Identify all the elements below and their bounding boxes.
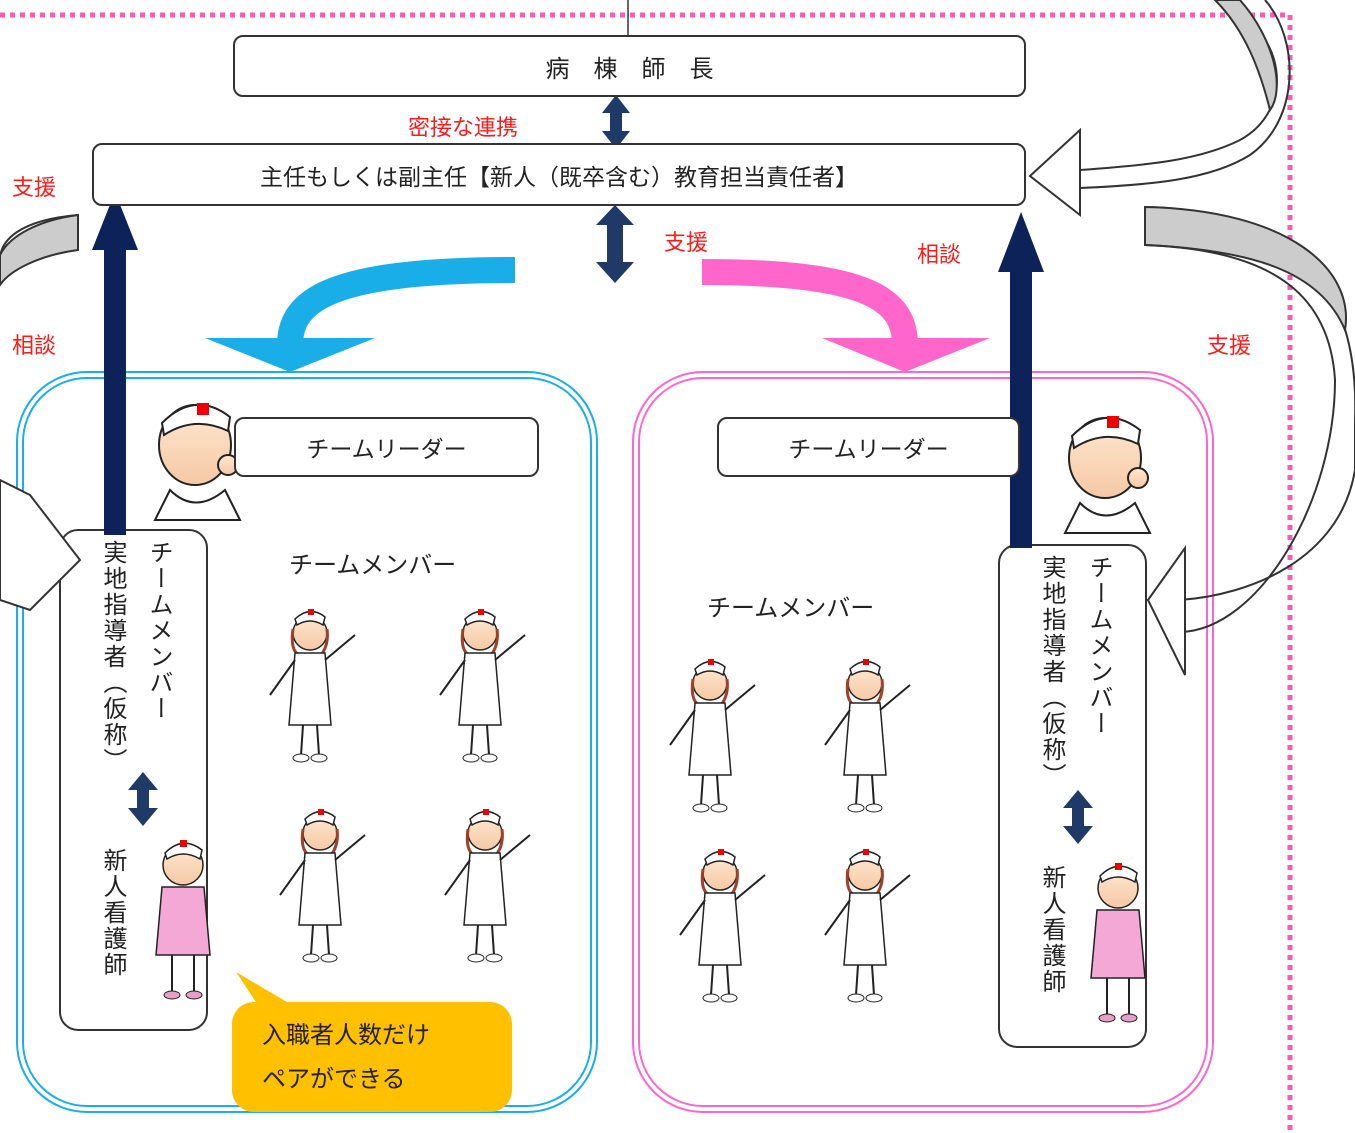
- callout-text: 入職者人数だけ ペアができる: [262, 1013, 430, 1101]
- support-arrow-top-head: [1028, 127, 1081, 218]
- member-nurse-figure: [678, 847, 767, 1004]
- support-curve-top-fill: [1213, 0, 1278, 113]
- double-arrow-middle: [596, 205, 634, 283]
- new-nurse-right-label: 新人看護師: [1038, 865, 1066, 995]
- member-nurse-figure: [823, 847, 912, 1004]
- team-leader-figure-left: [153, 403, 242, 521]
- new-nurse-left-label: 新人看護師: [99, 848, 127, 978]
- support-arrow-right-head: [1146, 544, 1186, 676]
- support-label-center: 支援: [664, 231, 709, 256]
- head-nurse-box: 病 棟 師 長: [233, 35, 1026, 97]
- preceptor-right-role: チームメンバー: [1085, 555, 1113, 737]
- member-nurse-figure: [278, 807, 367, 964]
- double-arrow-top: [602, 95, 630, 149]
- team-member-label-right: チームメンバー: [707, 594, 875, 622]
- team-leader-label-left: チームリーダー: [306, 437, 467, 463]
- support-label-right: 支援: [1207, 334, 1252, 359]
- double-arrow-right-pair: [1063, 790, 1093, 844]
- team-leader-box-left: チームリーダー: [234, 417, 539, 477]
- navy-arrow-right-head: [998, 212, 1044, 272]
- callout-tail: [236, 972, 292, 1005]
- chief-label: 主任もしくは副主任【新人（既卒含む）教育担当責任者】: [260, 164, 858, 191]
- callout-line-1: 入職者人数だけ: [262, 1021, 430, 1049]
- support-curve-right-fill: [1144, 205, 1347, 334]
- navy-arrow-right-shaft: [1010, 268, 1032, 548]
- cyan-curve-arrow: [277, 257, 516, 346]
- new-nurse-figure: [155, 840, 211, 1000]
- consult-label-left: 相談: [12, 334, 57, 359]
- team-right-inner: [638, 377, 1208, 1107]
- member-nurse-figure: [443, 807, 532, 964]
- member-nurse-figure: [823, 657, 912, 814]
- support-arrow-left-head: [0, 478, 82, 612]
- navy-arrow-left-head: [92, 192, 138, 250]
- member-nurse-figure: [438, 607, 527, 764]
- chief-box: 主任もしくは副主任【新人（既卒含む）教育担当責任者】: [92, 143, 1026, 206]
- consult-label-right: 相談: [917, 243, 962, 268]
- team-leader-label-right: チームリーダー: [788, 437, 949, 463]
- callout-line-2: ペアができる: [262, 1065, 406, 1093]
- team-right-outer: [632, 371, 1214, 1113]
- navy-arrow-left-shaft: [104, 245, 126, 535]
- team-leader-box-right: チームリーダー: [717, 417, 1020, 477]
- double-arrow-left-pair: [128, 772, 158, 826]
- member-nurse-figure: [668, 657, 757, 814]
- team-leader-figure-right: [1063, 416, 1152, 534]
- preceptor-left-role: チームメンバー: [145, 540, 173, 722]
- preceptor-left-title: 実地指導者（仮称）: [99, 540, 127, 774]
- support-label-left: 支援: [12, 176, 57, 201]
- preceptor-right-title: 実地指導者（仮称）: [1038, 555, 1066, 789]
- callout-bubble: [232, 1002, 512, 1112]
- close-cooperation-label: 密接な連携: [408, 116, 519, 141]
- head-nurse-label: 病 棟 師 長: [545, 54, 714, 83]
- pink-curve-arrow: [701, 259, 918, 346]
- cyan-arrow-head: [205, 338, 375, 372]
- support-curve-left-fill: [0, 213, 79, 287]
- team-member-label-left: チームメンバー: [289, 551, 457, 579]
- member-nurse-figure: [269, 609, 356, 763]
- pink-arrow-head: [822, 338, 990, 372]
